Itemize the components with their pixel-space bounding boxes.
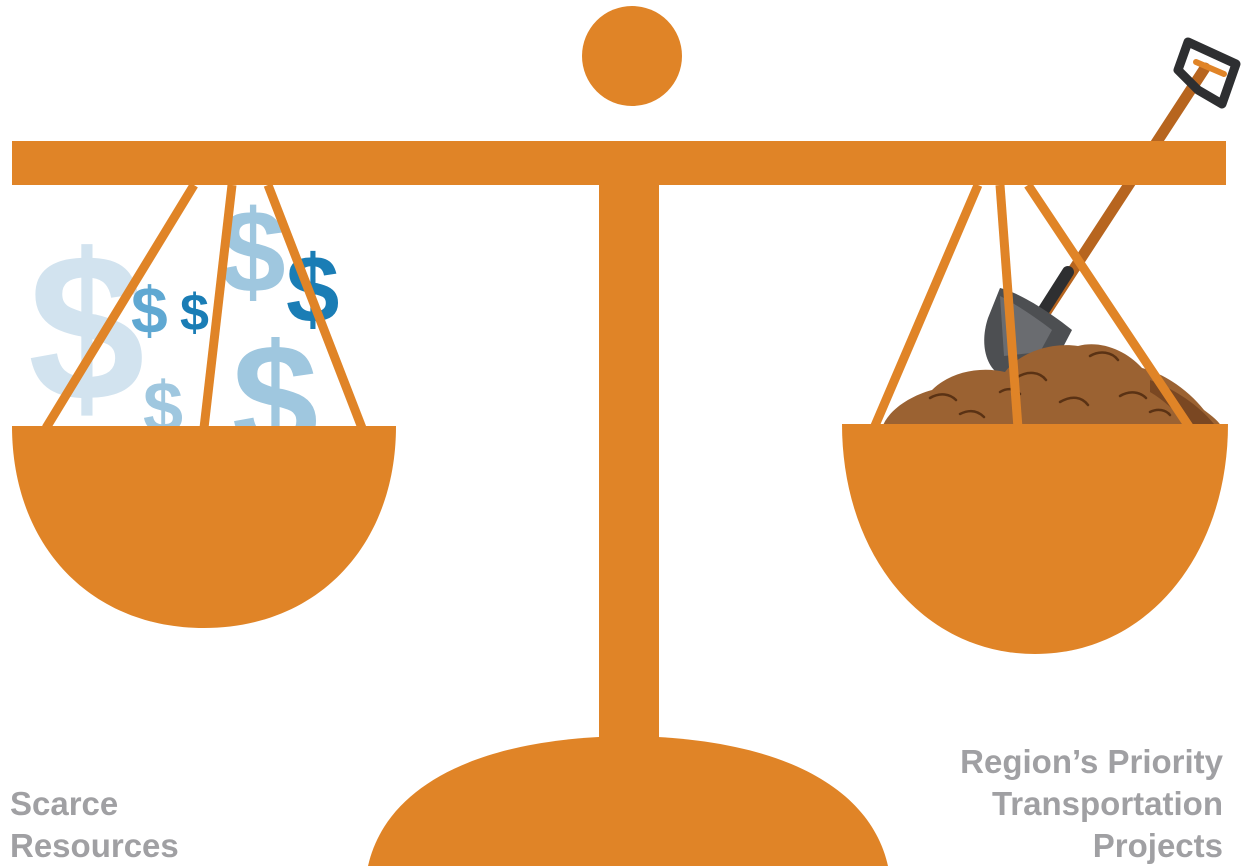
left-pan-caption: Scarce Resources (10, 783, 179, 867)
right-pan (842, 424, 1228, 654)
right-pan-caption: Region’s Priority Transportation Project… (960, 741, 1223, 867)
dollar-sign-icon: $ (28, 210, 145, 445)
caption-line: Transportation (991, 785, 1223, 822)
dirt-pile-icon (882, 344, 1222, 428)
caption-line: Projects (1092, 827, 1223, 864)
caption-line: Scarce (10, 785, 119, 822)
dollar-signs-group: $ $ $ $ $ $ $ (28, 186, 339, 485)
left-pan (12, 426, 396, 628)
left-pan-cords (42, 182, 367, 431)
shovel-icon (984, 37, 1241, 375)
dollar-sign-icon: $ (180, 284, 209, 342)
scale-base (368, 736, 888, 866)
caption-line: Region’s Priority (960, 743, 1223, 780)
scale-knob (582, 6, 682, 106)
caption-line: Resources (10, 827, 179, 864)
right-pan-cords (869, 182, 1194, 431)
scale-beam (12, 141, 1226, 185)
scale-post (599, 150, 659, 750)
